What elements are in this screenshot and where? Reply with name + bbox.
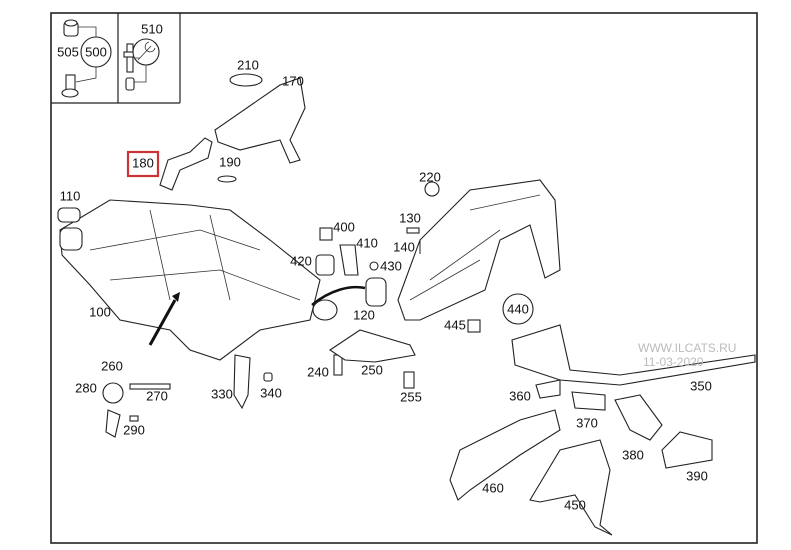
label-220[interactable]: 220 [419, 169, 441, 184]
part-460-shape [449, 409, 561, 501]
part-370-shape [571, 391, 606, 411]
part-290-link [105, 409, 121, 438]
part-210-shape [229, 73, 263, 87]
part-120-mount [365, 277, 387, 307]
highlight-box-180 [126, 150, 160, 178]
label-190[interactable]: 190 [219, 154, 241, 169]
label-260[interactable]: 260 [101, 358, 123, 373]
label-500[interactable]: 500 [85, 44, 107, 59]
part-430-shape [369, 261, 379, 271]
part-255-shape [403, 371, 415, 389]
part-340-shape [263, 372, 273, 382]
label-340[interactable]: 340 [260, 385, 282, 400]
part-250-arm [329, 329, 416, 363]
label-170[interactable]: 170 [282, 73, 304, 88]
label-420[interactable]: 420 [290, 253, 312, 268]
label-100[interactable]: 100 [89, 304, 111, 319]
arrow-120 [311, 286, 366, 306]
part-410-shape [339, 244, 359, 276]
part-450-shape [529, 439, 613, 536]
label-400[interactable]: 400 [333, 219, 355, 234]
bolt-icon [61, 74, 79, 98]
label-370[interactable]: 370 [576, 415, 598, 430]
part-440-callout [502, 293, 534, 325]
label-360[interactable]: 360 [509, 388, 531, 403]
part-270-bolt [129, 383, 171, 390]
part-180-shape [159, 137, 213, 191]
nut-icon [63, 19, 79, 37]
part-330-shape [233, 354, 251, 410]
label-110[interactable]: 110 [60, 188, 81, 203]
part-420-shape [315, 254, 335, 276]
label-120[interactable]: 120 [353, 307, 375, 322]
part-130-shape [406, 227, 420, 234]
part-100-subframe-shape [59, 199, 321, 361]
label-350[interactable]: 350 [690, 378, 712, 393]
label-180[interactable]: 180 [132, 155, 154, 170]
watermark-date: 11-03-2020 [643, 355, 704, 369]
label-290[interactable]: 290 [123, 422, 145, 437]
diagram-frame [50, 12, 758, 544]
label-460[interactable]: 460 [482, 480, 504, 495]
label-270[interactable]: 270 [146, 388, 168, 403]
label-210[interactable]: 210 [237, 57, 259, 72]
label-250[interactable]: 250 [361, 362, 383, 377]
part-110-bushing [57, 207, 81, 223]
part-400-shape [319, 227, 333, 241]
label-410[interactable]: 410 [356, 235, 378, 250]
label-330[interactable]: 330 [211, 386, 233, 401]
label-450[interactable]: 450 [564, 497, 586, 512]
part-190-shape [217, 175, 237, 183]
label-505[interactable]: 505 [57, 44, 79, 59]
part-220-plug [424, 181, 440, 197]
part-350-rail [511, 324, 756, 386]
part-380-shape [614, 394, 663, 441]
arrow-260 [148, 299, 177, 346]
part-440-assembly [397, 179, 561, 321]
label-380[interactable]: 380 [622, 447, 644, 462]
label-390[interactable]: 390 [686, 468, 708, 483]
label-140[interactable]: 140 [393, 239, 415, 254]
part-360-shape [535, 379, 561, 399]
wrench-icon [132, 38, 160, 66]
part-280-shape [102, 382, 124, 404]
label-510[interactable]: 510 [141, 21, 163, 36]
part-390-shape [661, 431, 713, 469]
label-445[interactable]: 445 [444, 317, 466, 332]
label-430[interactable]: 430 [380, 258, 402, 273]
wrench-glyph [137, 41, 156, 61]
label-130[interactable]: 130 [399, 210, 421, 225]
label-240[interactable]: 240 [307, 364, 329, 379]
label-440[interactable]: 440 [507, 301, 529, 316]
label-280[interactable]: 280 [75, 380, 97, 395]
part-170-shape [214, 77, 306, 164]
part-445-shape [467, 319, 481, 333]
label-255[interactable]: 255 [400, 389, 422, 404]
part-240-shape [333, 354, 343, 376]
watermark-site: WWW.ILCATS.RU [638, 341, 736, 355]
